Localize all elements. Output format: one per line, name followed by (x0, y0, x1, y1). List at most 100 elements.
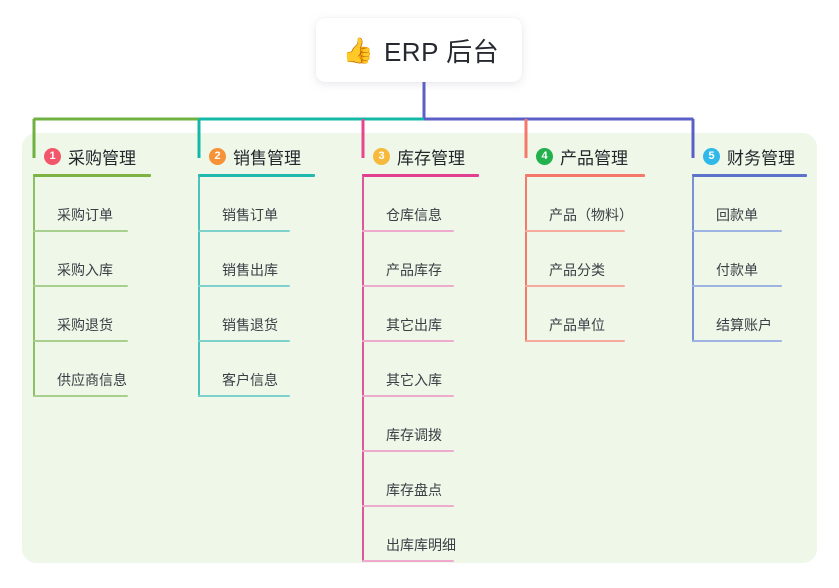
leaf-item[interactable]: 结算账户 (692, 287, 807, 342)
leaf-item[interactable]: 库存盘点 (362, 452, 479, 507)
leaf-label: 其它出库 (386, 317, 442, 333)
column-header-4[interactable]: 4 产品管理 (525, 143, 645, 169)
leaf-label: 供应商信息 (57, 372, 127, 388)
column-badge-4: 4 (536, 147, 553, 165)
column-underline-1 (33, 174, 151, 177)
column-title-5: 财务管理 (727, 148, 795, 168)
leaf-underline (692, 230, 782, 232)
column-badge-1: 1 (44, 147, 61, 165)
leaf-label: 采购订单 (57, 207, 113, 223)
leaf-underline (362, 395, 454, 397)
leaf-item[interactable]: 库存调拨 (362, 397, 479, 452)
leaf-underline (525, 340, 625, 342)
column-rail-5 (692, 177, 694, 342)
leaf-label: 产品库存 (386, 262, 442, 278)
column-3: 3 库存管理仓库信息产品库存其它出库其它入库库存调拨库存盘点出库库明细 (362, 143, 479, 562)
leaf-underline (198, 230, 290, 232)
column-rail-2 (198, 177, 200, 397)
leaf-underline (362, 505, 454, 507)
column-title-3: 库存管理 (397, 148, 465, 168)
leaf-label: 结算账户 (716, 317, 772, 333)
column-underline-4 (525, 174, 645, 177)
column-badge-5: 5 (703, 147, 720, 165)
column-badge-2: 2 (209, 147, 226, 165)
column-title-4: 产品管理 (560, 148, 628, 168)
leaf-underline (692, 340, 782, 342)
column-underline-2 (198, 174, 315, 177)
leaf-underline (525, 285, 625, 287)
leaf-label: 销售订单 (222, 207, 278, 223)
leaf-label: 客户信息 (222, 372, 278, 388)
column-items-4: 产品（物料） 产品分类产品单位 (525, 177, 645, 342)
leaf-label: 其它入库 (386, 372, 442, 388)
leaf-underline (33, 230, 128, 232)
column-header-2[interactable]: 2 销售管理 (198, 143, 315, 169)
leaf-label: 回款单 (716, 207, 758, 223)
column-header-3[interactable]: 3 库存管理 (362, 143, 479, 169)
leaf-underline (33, 395, 128, 397)
column-items-3: 仓库信息产品库存其它出库其它入库库存调拨库存盘点出库库明细 (362, 177, 479, 562)
column-badge-3: 3 (373, 147, 390, 165)
leaf-label: 销售退货 (222, 317, 278, 333)
leaf-underline (198, 395, 290, 397)
leaf-item[interactable]: 产品（物料） (525, 177, 645, 232)
column-title-1: 采购管理 (68, 148, 136, 168)
column-items-1: 采购订单采购入库采购退货供应商信息 (33, 177, 151, 397)
leaf-underline (362, 450, 454, 452)
column-underline-3 (362, 174, 479, 177)
leaf-label: 付款单 (716, 262, 758, 278)
column-header-5[interactable]: 5 财务管理 (692, 143, 807, 169)
column-2: 2 销售管理销售订单销售出库销售退货客户信息 (198, 143, 315, 397)
leaf-label: 出库库明细 (386, 537, 456, 553)
leaf-item[interactable]: 销售订单 (198, 177, 315, 232)
root-node-content: 👍 ERP 后台 (343, 32, 499, 69)
column-rail-3 (362, 177, 364, 562)
leaf-item[interactable]: 回款单 (692, 177, 807, 232)
leaf-item[interactable]: 销售退货 (198, 287, 315, 342)
leaf-label: 产品（物料） (549, 207, 633, 223)
column-rail-4 (525, 177, 527, 342)
columns-panel (22, 133, 817, 563)
column-1: 1 采购管理采购订单采购入库采购退货供应商信息 (33, 143, 151, 397)
leaf-item[interactable]: 出库库明细 (362, 507, 479, 562)
leaf-label: 采购退货 (57, 317, 113, 333)
leaf-underline (362, 340, 454, 342)
leaf-label: 采购入库 (57, 262, 113, 278)
thumbs-up-icon: 👍 (342, 35, 374, 65)
column-items-5: 回款单付款单结算账户 (692, 177, 807, 342)
root-node[interactable]: 👍 ERP 后台 (316, 18, 522, 82)
leaf-label: 仓库信息 (386, 207, 442, 223)
column-title-2: 销售管理 (233, 148, 301, 168)
leaf-item[interactable]: 产品单位 (525, 287, 645, 342)
leaf-item[interactable]: 产品分类 (525, 232, 645, 287)
leaf-label: 库存调拨 (386, 427, 442, 443)
leaf-item[interactable]: 采购入库 (33, 232, 151, 287)
leaf-item[interactable]: 采购订单 (33, 177, 151, 232)
leaf-label: 销售出库 (222, 262, 278, 278)
leaf-underline (33, 340, 128, 342)
column-4: 4 产品管理产品（物料） 产品分类产品单位 (525, 143, 645, 342)
column-rail-1 (33, 177, 35, 397)
leaf-label: 产品单位 (549, 317, 605, 333)
leaf-item[interactable]: 供应商信息 (33, 342, 151, 397)
leaf-underline (525, 230, 625, 232)
leaf-item[interactable]: 付款单 (692, 232, 807, 287)
leaf-label: 库存盘点 (386, 482, 442, 498)
leaf-underline (362, 560, 454, 562)
leaf-item[interactable]: 客户信息 (198, 342, 315, 397)
leaf-item[interactable]: 其它入库 (362, 342, 479, 397)
column-5: 5 财务管理回款单付款单结算账户 (692, 143, 807, 342)
leaf-underline (198, 340, 290, 342)
column-header-1[interactable]: 1 采购管理 (33, 143, 151, 169)
leaf-item[interactable]: 仓库信息 (362, 177, 479, 232)
leaf-item[interactable]: 采购退货 (33, 287, 151, 342)
leaf-item[interactable]: 产品库存 (362, 232, 479, 287)
leaf-item[interactable]: 其它出库 (362, 287, 479, 342)
leaf-underline (692, 285, 782, 287)
leaf-underline (198, 285, 290, 287)
column-items-2: 销售订单销售出库销售退货客户信息 (198, 177, 315, 397)
leaf-underline (362, 230, 454, 232)
leaf-item[interactable]: 销售出库 (198, 232, 315, 287)
root-title: ERP 后台 (383, 36, 500, 67)
